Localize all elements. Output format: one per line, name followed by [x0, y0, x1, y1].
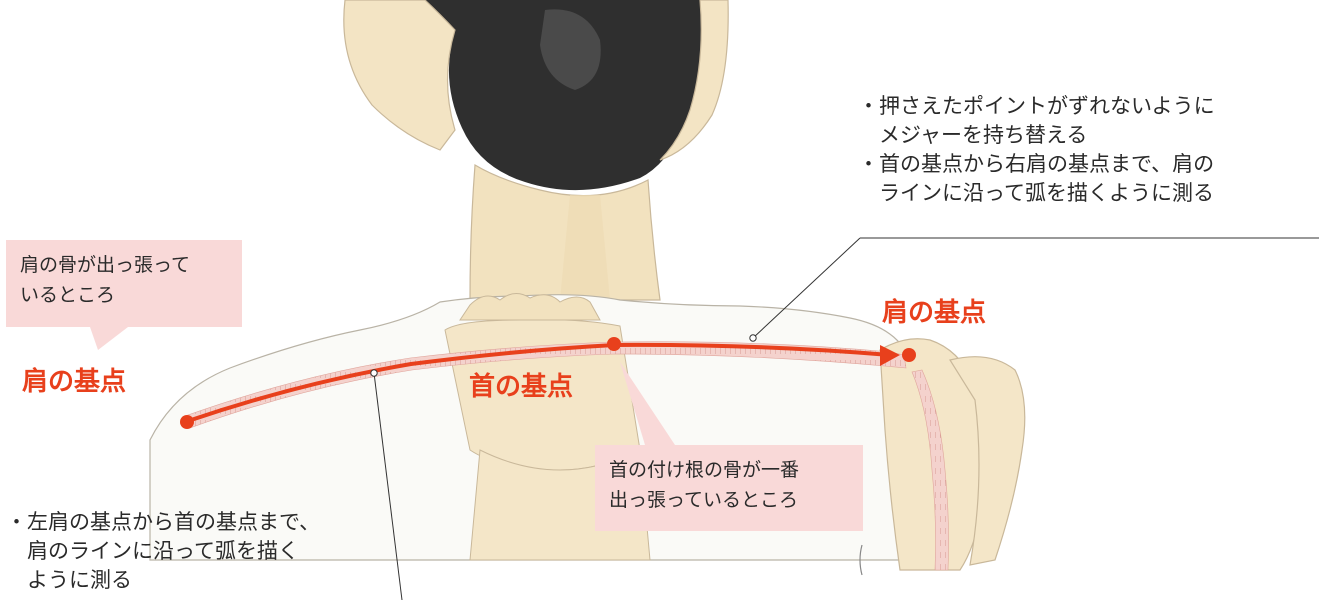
hair-shape — [345, 0, 702, 191]
note-line: ・首の基点から右肩の基点まで、肩の — [858, 152, 1215, 176]
callout-line: 首の付け根の骨が一番 — [609, 459, 800, 481]
note-line: ラインに沿って弧を描くように測る — [858, 181, 1214, 205]
callout-line: いるところ — [20, 284, 116, 306]
left-instruction-note: ・左肩の基点から首の基点まで、 肩のラインに沿って弧を描く ように測る — [6, 508, 320, 595]
hair-highlight — [540, 9, 601, 90]
left-shoulder-point — [180, 415, 194, 429]
leader-line-left-note — [373, 372, 403, 601]
neck-shadow — [560, 195, 610, 300]
right-armpit-line — [859, 544, 863, 576]
callout-line: 出っ張っているところ — [609, 489, 799, 511]
leader-line-right-note — [752, 237, 861, 339]
right-instruction-note: ・押さえたポイントがずれないように メジャーを持ち替える ・首の基点から右肩の基… — [858, 92, 1215, 208]
leader-dot-left — [370, 369, 378, 377]
note-line: ・押さえたポイントがずれないように — [858, 94, 1215, 118]
leader-dot-right — [749, 334, 757, 342]
measuring-tape-hanging — [911, 369, 949, 571]
shoulder-point-label-right: 肩の基点 — [882, 298, 987, 328]
measurement-arrowhead — [880, 345, 900, 366]
neck-point — [607, 337, 621, 351]
shoulder-point-label-left: 肩の基点 — [22, 367, 127, 397]
note-line: メジャーを持ち替える — [858, 123, 1088, 147]
shoulder-bone-callout: 肩の骨が出っ張って いるところ — [6, 240, 242, 327]
callout-line: 肩の骨が出っ張って — [20, 254, 191, 276]
note-line: 肩のラインに沿って弧を描く — [6, 539, 299, 563]
collar-bump — [459, 293, 601, 321]
right-shoulder-point — [902, 348, 916, 362]
head-skin-left — [343, 0, 456, 151]
neck-shape — [469, 163, 661, 301]
callout-tail-neck — [620, 362, 675, 445]
note-line: ・左肩の基点から首の基点まで、 — [6, 510, 321, 534]
note-line: ように測る — [6, 568, 132, 592]
neck-bone-callout: 首の付け根の骨が一番 出っ張っているところ — [595, 445, 863, 531]
callout-tail-shoulder — [90, 327, 128, 350]
measurement-line — [186, 342, 892, 423]
head-skin-right — [659, 0, 729, 161]
neck-point-label: 首の基点 — [469, 372, 574, 402]
right-arm-back — [949, 356, 1026, 566]
